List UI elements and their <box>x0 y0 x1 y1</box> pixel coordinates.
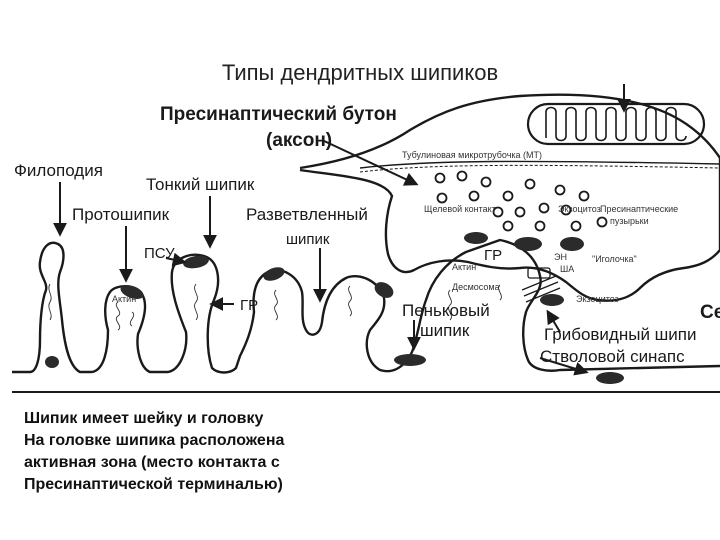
label-actin-right: Актин <box>452 262 476 272</box>
caption-line-2: На головке шипика расположена <box>24 432 285 449</box>
synaptic-vesicles <box>434 170 608 232</box>
slide-title: Типы дендритных шипиков <box>221 60 499 85</box>
label-stubby-spine-2: шипик <box>420 321 470 340</box>
label-mushroom-spine: Грибовидный шипи <box>544 325 697 344</box>
dendrite-membrane <box>12 238 720 374</box>
label-presynaptic-bouton: Пресинаптический бутон <box>160 104 397 125</box>
microtubule <box>359 160 720 169</box>
spine-apparatus <box>521 267 561 303</box>
label-psu: ПСУ <box>144 245 175 262</box>
caption-line-1: Шипик имеет шейку и головку <box>24 410 264 427</box>
label-presynaptic-vesicles-1: Пресинаптические <box>600 204 678 214</box>
label-needle: "Иголочка" <box>592 254 637 264</box>
label-presynaptic-vesicles-2: пузырьки <box>610 216 649 226</box>
label-tubulin: Тубулиновая микротрубочка (МТ) <box>402 150 542 160</box>
label-axon: (аксон) <box>266 130 332 151</box>
label-gr-right: ГР <box>484 247 502 264</box>
caption-line-3: активная зона (место контакта с <box>24 454 280 471</box>
label-exocytosis-bottom: Экзоцитоз <box>576 294 619 304</box>
label-branched-spine-1: Разветвленный <box>246 205 368 224</box>
label-desmosome: Десмосома <box>452 282 500 292</box>
label-cleft-contact: Щелевой контакт <box>424 204 496 214</box>
label-gr-left: ГР <box>240 297 258 314</box>
label-cut-off: Се <box>700 302 720 323</box>
label-arrows <box>53 84 631 376</box>
presynaptic-bouton <box>299 93 720 302</box>
label-actin-left: Актин <box>112 294 136 304</box>
label-stubby-spine-1: Пеньковый <box>402 301 490 320</box>
caption-line-4: Пресинаптической терминалью) <box>24 476 283 493</box>
caption: Шипик имеет шейку и головку На головке ш… <box>24 408 484 496</box>
label-shaft-synapse: Стволовой синапс <box>540 347 685 366</box>
label-ribo: ША <box>560 264 574 274</box>
microtubule-inner <box>359 164 720 173</box>
label-thin-spine: Тонкий шипик <box>146 175 255 194</box>
actin-filaments <box>48 283 502 331</box>
label-protospine: Протошипик <box>72 205 170 224</box>
postsynaptic-densities <box>45 232 624 384</box>
label-branched-spine-2: шипик <box>286 231 330 248</box>
label-exocytosis-top: Экзоцитоз <box>558 204 601 214</box>
label-filopodia: Филоподия <box>14 161 103 180</box>
mitochondrion <box>526 102 706 146</box>
label-endo: ЭН <box>554 252 567 262</box>
